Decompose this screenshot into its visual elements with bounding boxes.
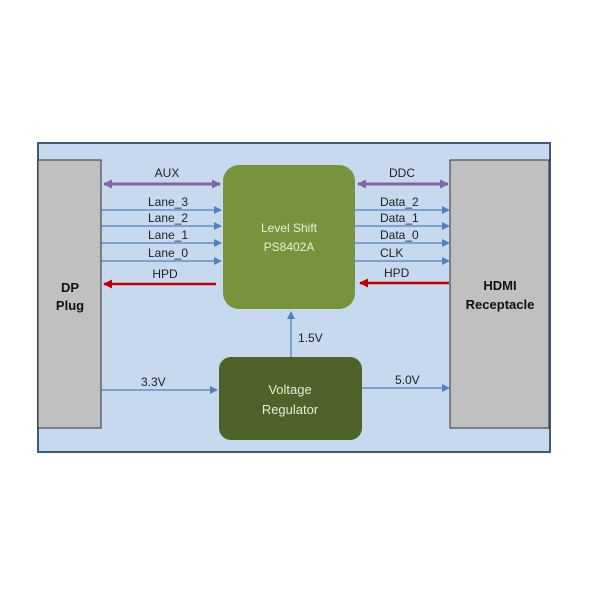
- voltage-regulator-block: [219, 357, 362, 440]
- 5v0-label: 5.0V: [395, 373, 420, 387]
- lane1-label: Lane_1: [148, 228, 188, 242]
- regulator-label-2: Regulator: [262, 402, 319, 417]
- dp-plug-label-1: DP: [61, 280, 79, 295]
- clk-label: CLK: [380, 246, 403, 260]
- 1v5-label: 1.5V: [298, 331, 323, 345]
- data1-label: Data_1: [380, 211, 419, 225]
- level-shift-label-2: PS8402A: [264, 240, 315, 254]
- data0-label: Data_0: [380, 228, 419, 242]
- lane0-label: Lane_0: [148, 246, 188, 260]
- lane2-label: Lane_2: [148, 211, 188, 225]
- dp-plug-label-2: Plug: [56, 298, 84, 313]
- ddc-label: DDC: [389, 166, 415, 180]
- hdmi-receptacle-block: [449, 159, 550, 429]
- lane3-label: Lane_3: [148, 195, 188, 209]
- hpd-left-label: HPD: [152, 267, 178, 281]
- level-shift-label-1: Level Shift: [261, 221, 318, 235]
- hdmi-label-2: Receptacle: [466, 297, 535, 312]
- data2-label: Data_2: [380, 195, 419, 209]
- 3v3-label: 3.3V: [141, 375, 166, 389]
- level-shift-block: [223, 165, 355, 309]
- aux-label: AUX: [155, 166, 180, 180]
- regulator-label-1: Voltage: [268, 382, 311, 397]
- hpd-right-label: HPD: [384, 266, 410, 280]
- hdmi-label-1: HDMI: [483, 278, 516, 293]
- dp-plug-block: [37, 159, 102, 429]
